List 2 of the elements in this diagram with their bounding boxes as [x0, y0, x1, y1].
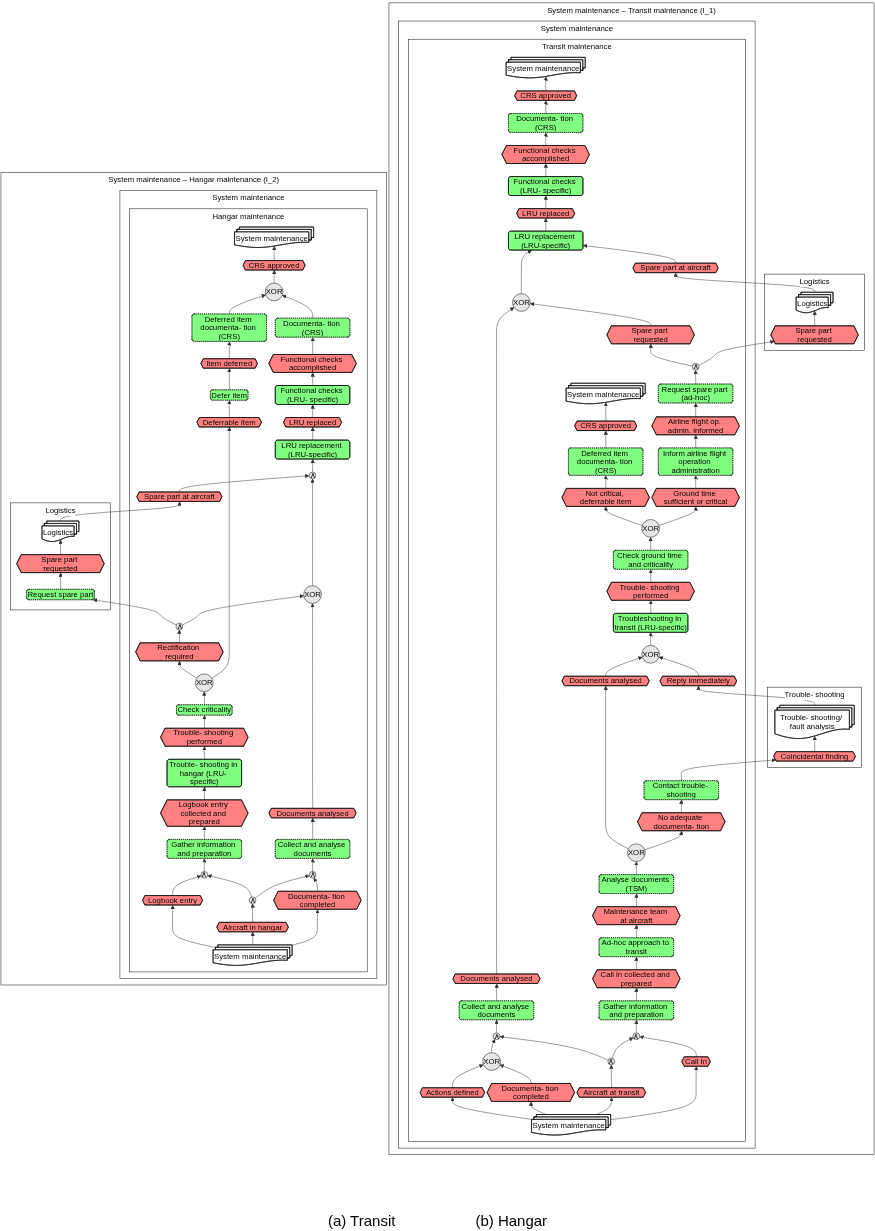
- figure-caption: (a) Transit: [327, 1212, 396, 1229]
- figure-caption: (b) Hangar: [475, 1212, 548, 1229]
